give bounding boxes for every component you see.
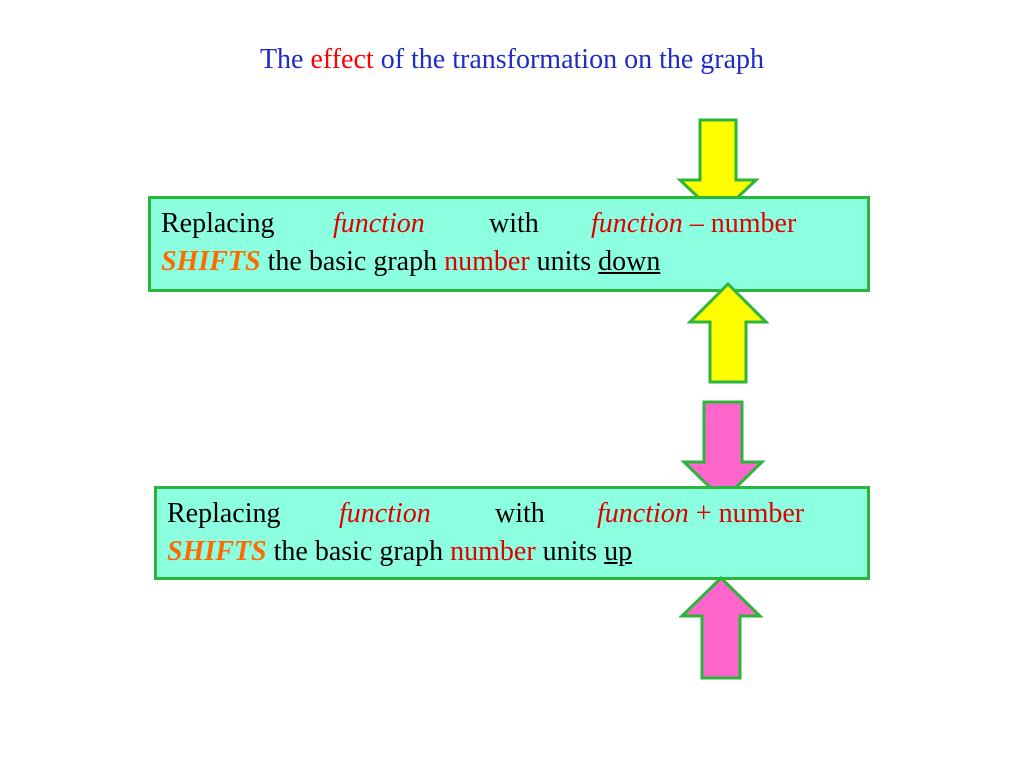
rule-up-number: number <box>718 498 805 529</box>
title-prefix: The <box>259 44 304 75</box>
title-suffix: of the transformation on the graph <box>380 44 765 75</box>
rule-down-shifts: SHIFTS <box>161 246 261 277</box>
rule-up-operator: + <box>688 498 719 529</box>
rule-box-down: Replacing function with function – number S… <box>148 196 870 292</box>
pink-down-arrow-icon <box>680 400 766 503</box>
title-accent: effect <box>310 44 374 75</box>
slide-title: The effect of the transformation on the … <box>0 40 1024 80</box>
rule-up-units: units <box>535 536 605 567</box>
rule-up-with: with <box>495 498 545 529</box>
rule-up-line-2: SHIFTS the basic graph number units up <box>167 533 632 571</box>
rule-up-function: function <box>339 498 431 529</box>
rule-down-number: number <box>710 208 797 239</box>
rule-up-shifts: SHIFTS <box>167 536 267 567</box>
rule-up-basic-graph: the basic graph <box>266 536 451 567</box>
rule-up-number-2: number <box>450 536 536 567</box>
rule-down-replacing: Replacing <box>161 208 275 239</box>
rule-down-operator: – <box>682 208 711 239</box>
rule-down-units: units <box>529 246 599 277</box>
rule-down-basic-graph: the basic graph <box>260 246 445 277</box>
rule-down-direction: down <box>598 246 661 277</box>
rule-down-function-2: function <box>591 208 683 239</box>
rule-down-with: with <box>489 208 539 239</box>
rule-down-number-2: number <box>444 246 530 277</box>
rule-down-function: function <box>333 208 425 239</box>
rule-box-up: Replacing function with function + number S… <box>154 486 870 580</box>
rule-down-line-2: SHIFTS the basic graph number units down <box>161 243 660 281</box>
pink-up-arrow-icon <box>678 576 764 680</box>
rule-up-replacing: Replacing <box>167 498 281 529</box>
rule-up-direction: up <box>604 536 633 567</box>
rule-up-function-2: function <box>597 498 689 529</box>
yellow-up-arrow-icon <box>686 282 770 384</box>
